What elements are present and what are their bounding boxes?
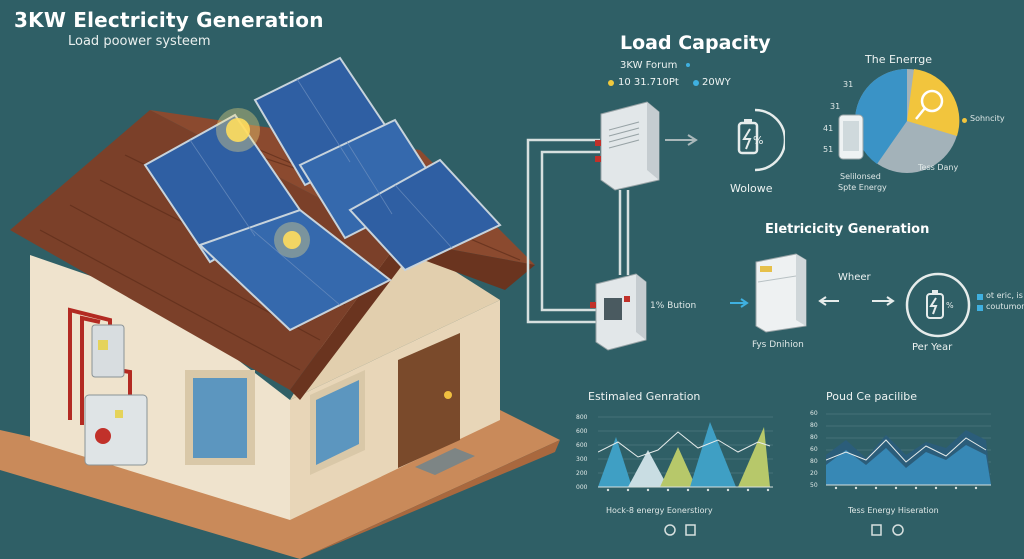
- per-year-label: Per Year: [912, 342, 953, 353]
- chart-left-line: [598, 431, 771, 458]
- battery-percent: %: [753, 134, 764, 147]
- chart-left-ytick: 200: [576, 470, 588, 477]
- chart-left-ytick: 300: [576, 456, 588, 463]
- chart-right-ytick: 50: [810, 482, 818, 489]
- inverter-box: [84, 394, 148, 466]
- pie-bottom-label: Tess Dany: [918, 163, 959, 172]
- chart-right-icons: [871, 524, 904, 536]
- chart-right-caption: Tess Energy Hiseration: [848, 506, 939, 515]
- spec-line-a: 10 31.710Pt: [618, 77, 679, 88]
- pie-slice-blue: [854, 69, 907, 164]
- spec-dot-yellow: [608, 80, 614, 86]
- chart-left-area-teal: [598, 437, 632, 487]
- page-title: 3KW Electricity Generation: [14, 8, 324, 32]
- inverter-device: [590, 273, 647, 351]
- fridge-label: Fys Dnihion: [752, 340, 804, 350]
- wiring-lines: [526, 134, 698, 324]
- spec-dot-blue: [693, 80, 699, 86]
- pie-caption-1: Selilonsed: [840, 172, 881, 181]
- spec-line-b: 20WY: [702, 77, 731, 88]
- chart-right-ytick: 80: [810, 434, 818, 441]
- wheer-label: Wheer: [838, 272, 871, 283]
- chart-right-line: [826, 437, 987, 463]
- chart-left-ytick: 800: [576, 414, 588, 421]
- chart-right-ytick: 80: [810, 458, 818, 465]
- chart-left-caption: Hock-8 energy Eonerstiory: [606, 506, 713, 515]
- battery-circle-icon: %: [905, 272, 971, 338]
- arrow-right-icon: [730, 298, 749, 308]
- chart-right-area-blue: [826, 445, 991, 485]
- chart-left-area-olive-2: [738, 427, 770, 487]
- chart-right-ytick: 20: [810, 470, 818, 477]
- meter-box: [91, 324, 125, 378]
- chart-left-ytick: 000: [576, 484, 588, 491]
- side-dot-1: [977, 294, 983, 300]
- energy-pie: [854, 69, 960, 173]
- side-label-1: ot eric, is: [986, 291, 1023, 300]
- pie-tick-3: 41: [823, 124, 834, 133]
- generation-title: Eletricicity Generation: [765, 222, 930, 237]
- chart-right-ytick: 60: [810, 410, 818, 417]
- pie-right-label: Sohncity: [970, 114, 1005, 123]
- bution-label: 1% Bution: [650, 301, 697, 311]
- chart-left-area-light: [628, 450, 668, 487]
- chart-left-ytick: 600: [576, 428, 588, 435]
- pie-tick-4: 51: [823, 145, 834, 154]
- page-subtitle: Load poower systeem: [68, 34, 211, 49]
- chart-left-area-teal-2: [690, 422, 736, 487]
- side-label-2: coutumon: [986, 302, 1024, 311]
- arrow-left-icon: [818, 296, 839, 306]
- chart-right-yaxis: 60 80 80 60 80 20 50: [810, 410, 826, 500]
- chart-right-ytick: 80: [810, 422, 818, 429]
- chart-left-title: Estimaled Genration: [588, 390, 701, 403]
- arrow-right-white-icon: [872, 296, 895, 306]
- doormat: [415, 448, 475, 475]
- phone-icon: [838, 114, 864, 160]
- sun-glint-icon: [226, 118, 250, 142]
- pie-legend-dot: [962, 118, 967, 123]
- house-gable: [290, 230, 500, 400]
- house-illustration: [0, 56, 560, 559]
- pie-slice-yellow: [907, 69, 960, 136]
- battery-icon: [737, 108, 785, 172]
- pie-tick-1: 31: [843, 80, 854, 89]
- chart-left-plot: [598, 416, 773, 492]
- chart-left-ytick: 600: [576, 442, 588, 449]
- forum-dot: [686, 63, 690, 67]
- forum-label: 3KW Forum: [620, 60, 678, 71]
- pie-tick-2: 31: [830, 102, 841, 111]
- chart-left-icons: [664, 524, 696, 536]
- load-capacity-title: Load Capacity: [620, 32, 771, 54]
- chart-right-title: Poud Ce pacilibe: [826, 390, 918, 403]
- chart-left-area-olive: [660, 447, 696, 487]
- chart-right-plot: [826, 413, 991, 490]
- pie-caption-2: Spte Energy: [838, 183, 887, 192]
- chart-right-ytick: 60: [810, 446, 818, 453]
- battery-label: Wolowe: [730, 182, 773, 195]
- controller-device: [595, 101, 660, 191]
- house-door: [398, 333, 460, 468]
- chart-left-yaxis: 800 600 600 300 200 000: [576, 414, 598, 499]
- energy-pie-title: The Enerrge: [865, 53, 933, 66]
- side-dot-2: [977, 305, 983, 311]
- svg-text:%: %: [946, 301, 954, 310]
- fridge-icon: [755, 253, 807, 333]
